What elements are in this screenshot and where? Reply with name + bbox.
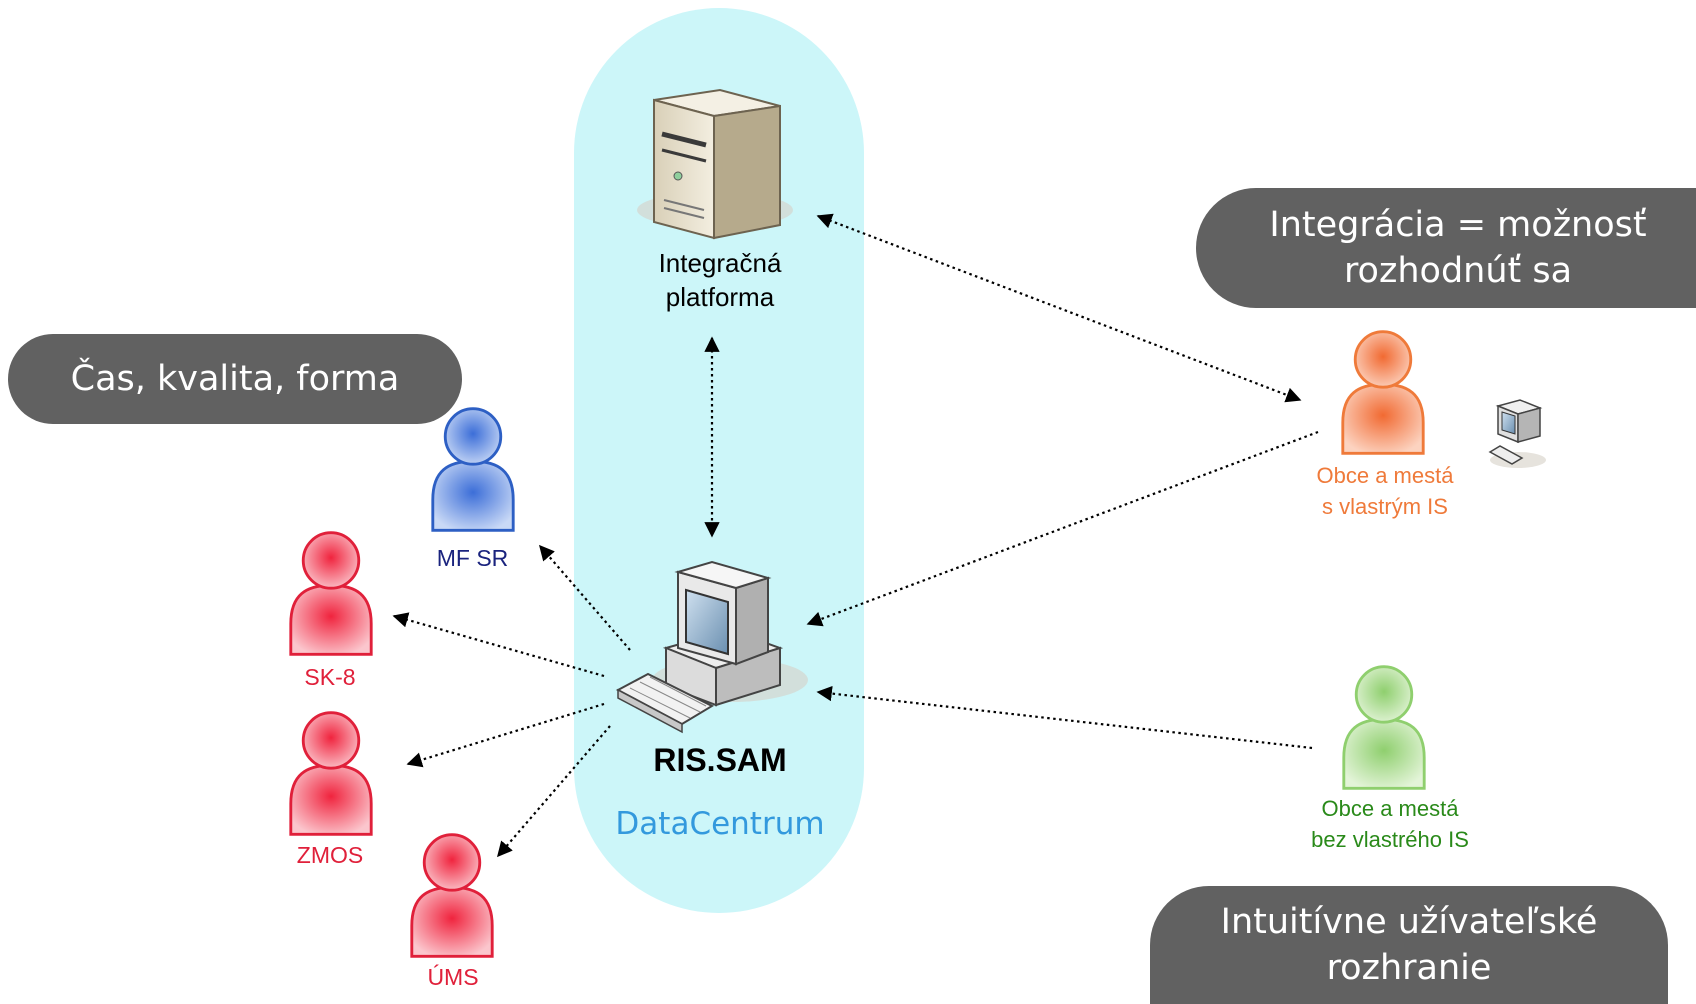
arrow-ris-ums bbox=[496, 725, 611, 858]
towns-own-is-label: Obce a mestá s vlastrým IS bbox=[1285, 460, 1485, 522]
platform-label-line2: platforma bbox=[665, 282, 775, 312]
towns-no-is-line2: bez vlastrého IS bbox=[1311, 827, 1469, 852]
ui-callout-line2: rozhranie bbox=[1326, 948, 1492, 988]
arrow-ris-sk8 bbox=[392, 612, 605, 678]
towns-no-is-label: Obce a mestá bez vlastrého IS bbox=[1280, 793, 1500, 855]
quality-callout: Čas, kvalita, forma bbox=[8, 334, 462, 424]
zmos-label: ZMOS bbox=[296, 842, 364, 868]
arrow-towns-noIS-ris bbox=[816, 685, 1313, 750]
integration-callout: Integrácia = možnosť rozhodnúť sa bbox=[1196, 188, 1696, 308]
platform-label: Integračná platforma bbox=[600, 246, 840, 314]
server-icon bbox=[637, 88, 793, 240]
sk8-label: SK-8 bbox=[304, 664, 356, 690]
arrow-towns-ris bbox=[806, 430, 1319, 627]
integration-callout-line2: rozhodnúť sa bbox=[1343, 251, 1573, 291]
platform-label-line1: Integračná bbox=[658, 248, 782, 278]
towns-no-is-line1: Obce a mestá bbox=[1321, 796, 1459, 821]
towns-no-is-person-icon bbox=[1342, 665, 1426, 790]
datacenter-label: DataCentrum bbox=[615, 806, 825, 842]
ums-person-icon bbox=[410, 833, 494, 958]
mfsr-person-icon bbox=[431, 407, 515, 532]
integration-callout-line1: Integrácia = možnosť bbox=[1269, 205, 1647, 245]
sk8-person-icon bbox=[289, 531, 373, 656]
arrow-platform-towns bbox=[816, 213, 1302, 403]
ris-sam-label: RIS.SAM bbox=[653, 742, 787, 778]
ums-label: ÚMS bbox=[427, 964, 479, 990]
quality-callout-text: Čas, kvalita, forma bbox=[70, 359, 400, 399]
zmos-person-icon bbox=[289, 711, 373, 836]
workstation-icon bbox=[615, 560, 808, 734]
towns-own-is-line1: Obce a mestá bbox=[1316, 463, 1454, 488]
ui-callout: Intuitívne užívateľské rozhranie bbox=[1150, 886, 1668, 1004]
arrow-ris-mfsr bbox=[538, 544, 631, 651]
small-computer-icon bbox=[1488, 399, 1546, 468]
towns-own-is-line2: s vlastrým IS bbox=[1322, 494, 1448, 519]
towns-own-is-person-icon bbox=[1341, 330, 1425, 455]
arrow-ris-zmos bbox=[406, 702, 605, 768]
ui-callout-line1: Intuitívne užívateľské bbox=[1220, 902, 1598, 942]
mfsr-label: MF SR bbox=[436, 545, 509, 571]
